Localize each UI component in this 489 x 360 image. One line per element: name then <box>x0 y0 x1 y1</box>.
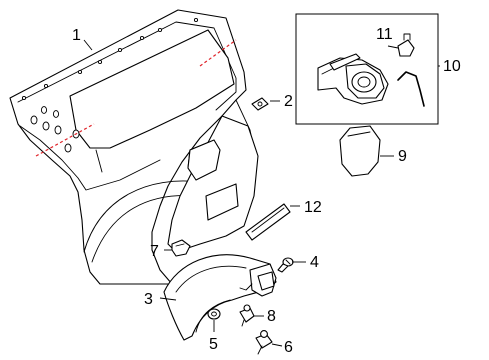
callout-1: 1 <box>72 27 81 44</box>
callout-4: 4 <box>310 254 319 271</box>
callout-8: 8 <box>267 308 276 325</box>
callout-12: 12 <box>304 199 322 216</box>
callout-3: 3 <box>144 291 153 308</box>
quarter-glass <box>69 29 235 149</box>
leader-lines <box>83 39 440 347</box>
part-3-wheel-liner <box>163 254 277 341</box>
inset-box <box>295 13 439 125</box>
callouts: 1 2 3 4 5 6 7 8 9 10 11 12 <box>72 26 461 356</box>
part-5-grommet <box>207 308 221 320</box>
callout-5: 5 <box>209 336 218 353</box>
part-2-clip <box>251 97 269 111</box>
callout-7: 7 <box>150 243 159 260</box>
part-6-push-clip <box>255 330 273 355</box>
callout-9: 9 <box>398 148 407 165</box>
quarter-panel <box>9 9 259 285</box>
callout-2: 2 <box>284 93 293 110</box>
callout-6: 6 <box>284 339 293 356</box>
part-12-marker-lamp <box>245 203 291 241</box>
part-9-fuel-door <box>339 125 381 177</box>
callout-10: 10 <box>443 58 461 75</box>
part-8-clip <box>239 304 255 327</box>
callout-11: 11 <box>376 26 393 43</box>
part-4-screw <box>277 257 294 273</box>
part-11-clip <box>397 39 415 57</box>
